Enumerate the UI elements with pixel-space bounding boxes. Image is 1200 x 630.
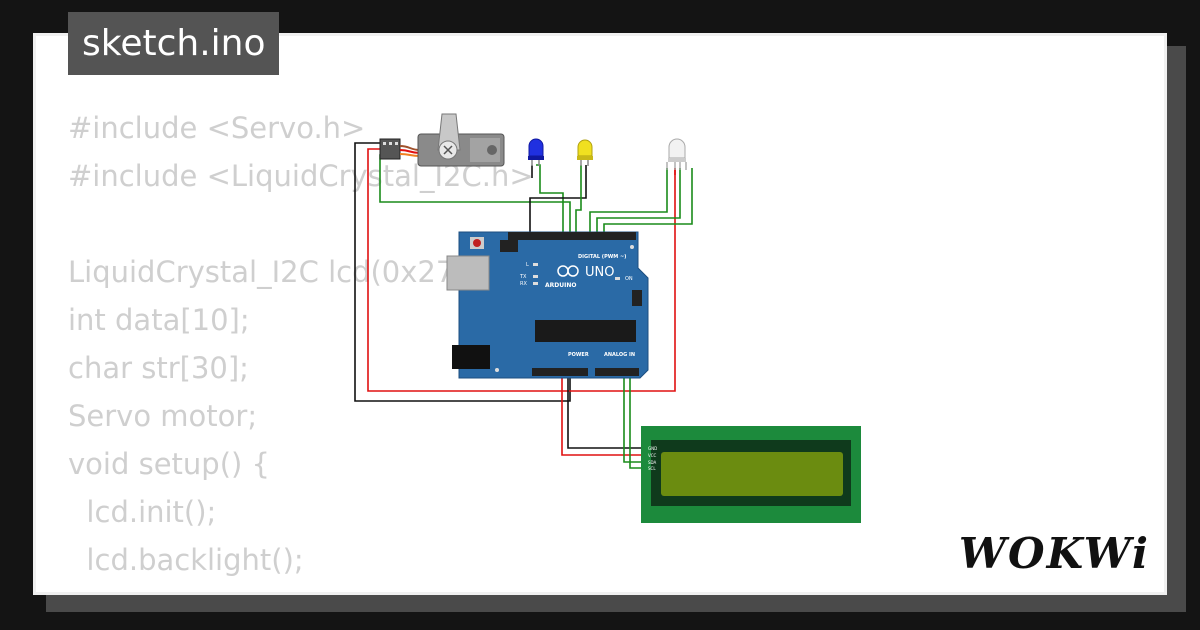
lcd-screen: [661, 452, 843, 496]
reset-button: [473, 239, 481, 247]
file-tab[interactable]: sketch.ino: [68, 12, 280, 75]
led-blue: [528, 138, 544, 166]
lcd-pin-scl: SCL: [648, 466, 656, 471]
usb-port: [446, 255, 490, 291]
code-preview: #include <Servo.h> #include <LiquidCrysta…: [68, 104, 534, 592]
wokwi-logo: WOKWi: [958, 529, 1150, 578]
code-line: void setup() {: [68, 447, 270, 481]
code-line: lcd.init();: [68, 495, 217, 529]
wire-black-lcd-gnd: [567, 373, 643, 449]
microcontroller-chip: [535, 320, 636, 342]
code-line: #include <Servo.h>: [68, 111, 366, 145]
wire-red-servo: [367, 148, 676, 392]
on-label: ON: [625, 276, 633, 282]
arduino-label: ARDUINO: [545, 282, 576, 289]
wire-green-rgb-2: [596, 168, 681, 238]
analog-label: ANALOG IN: [604, 352, 635, 358]
servo-motor: [379, 113, 505, 167]
lcd-pin-vcc: VCC: [648, 453, 657, 458]
code-line: lcd.setCursor(0,0);: [68, 584, 534, 592]
led-yellow: [577, 139, 593, 166]
lcd-display: GND VCC SDA SCL: [641, 426, 861, 523]
digital-label: DIGITAL (PWM ~): [578, 254, 626, 260]
wire-black-yellow-led: [529, 165, 587, 238]
wire-green-servo: [379, 154, 571, 238]
code-line: Servo motor;: [68, 399, 258, 433]
lcd-pin-sda: SDA: [648, 460, 657, 465]
wire-green-rgb-3: [603, 168, 693, 238]
power-header: [532, 368, 588, 376]
code-line: LiquidCrystal_I2C lcd(0x27: [68, 255, 455, 289]
arduino-logo-icon: [557, 265, 579, 277]
wire-green-lcd-scl: [629, 373, 643, 469]
wire-red-lcd-vcc: [561, 373, 643, 456]
tx-label: TX: [519, 274, 527, 280]
power-jack: [452, 345, 490, 369]
wire-green-rgb-1: [589, 168, 668, 238]
code-line: #include <LiquidCrystal_I2C.h>: [68, 159, 534, 193]
wire-green-lcd-sda: [623, 373, 643, 463]
code-line: lcd.backlight();: [68, 543, 304, 577]
power-label: POWER: [568, 352, 589, 358]
digital-header: [508, 232, 636, 240]
l-label: L: [526, 262, 529, 268]
rx-label: RX: [520, 281, 527, 287]
analog-header: [595, 368, 639, 376]
code-line: char str[30];: [68, 351, 249, 385]
led-rgb: [666, 138, 687, 170]
servo-horn: [437, 113, 461, 151]
code-line: int data[10];: [68, 303, 250, 337]
lcd-pin-gnd: GND: [648, 446, 657, 451]
arduino-uno-board: DIGITAL (PWM ~) UNO ARDUINO ON L TX RX P…: [446, 231, 649, 379]
wire-green-yellow-led: [575, 165, 582, 238]
uno-label: UNO: [585, 265, 614, 280]
